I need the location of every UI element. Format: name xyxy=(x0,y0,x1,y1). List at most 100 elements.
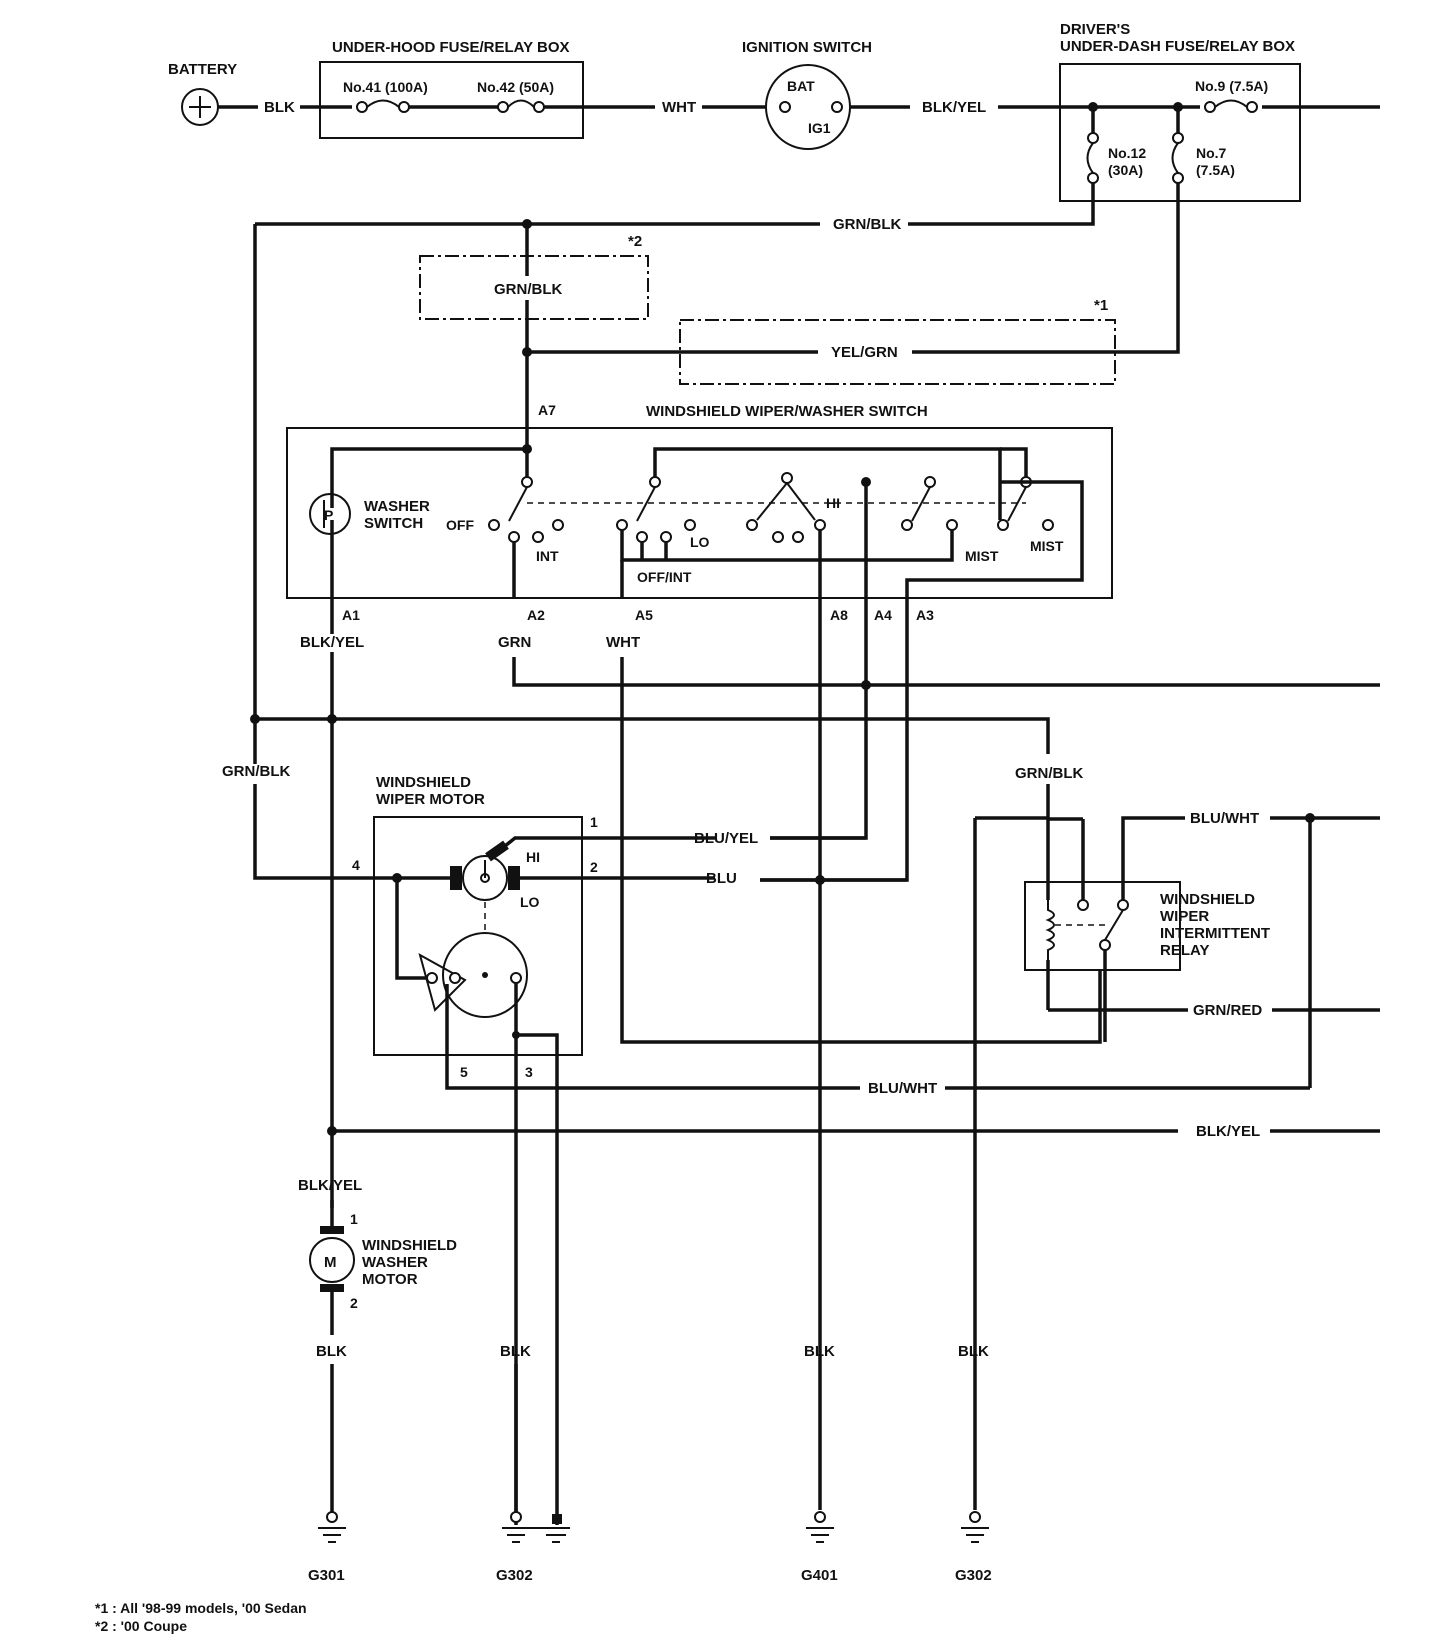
wire-label-blk-yel-top: BLK/YEL xyxy=(922,99,986,116)
wire-label-blk-yel-bottom: BLK/YEL xyxy=(1196,1123,1260,1140)
wiper-motor-armature xyxy=(462,855,508,901)
wire-label-grn-blk-box: GRN/BLK xyxy=(494,281,562,298)
terminal-a2: A2 xyxy=(527,607,545,623)
terminal-a8: A8 xyxy=(830,607,848,623)
washer-term-1: 1 xyxy=(350,1211,358,1227)
wire-label-grn-blk-top: GRN/BLK xyxy=(833,216,901,233)
ground-g302-icon xyxy=(502,1511,570,1543)
washer-switch-label-1: WASHER xyxy=(364,498,430,515)
washer-motor-symbol: M xyxy=(324,1254,337,1271)
pos-off-int: OFF/INT xyxy=(637,569,692,585)
wiper-motor-label-1: WINDSHIELD xyxy=(376,774,471,791)
terminal-a3: A3 xyxy=(916,607,934,623)
wire-label-wht: WHT xyxy=(662,99,696,116)
terminal-a1: A1 xyxy=(342,607,360,623)
wire-label-blk-battery: BLK xyxy=(264,99,295,116)
wiper-motor-label-2: WIPER MOTOR xyxy=(376,791,485,808)
washer-switch-icon xyxy=(309,493,351,535)
footnote-star2: *2 : '00 Coupe xyxy=(95,1618,187,1634)
ign-ig1-label: IG1 xyxy=(808,120,831,136)
wire-label-grn-blk-left: GRN/BLK xyxy=(222,763,290,780)
switch-terminals: A1 A2 A5 A8 A4 A3 BLK/YEL GRN WHT xyxy=(300,607,934,651)
underhood-box-label: UNDER-HOOD FUSE/RELAY BOX xyxy=(332,39,570,56)
grounds: BLK BLK BLK BLK xyxy=(308,1343,992,1584)
wiper-motor-cam xyxy=(442,932,528,1018)
ground-g401-icon xyxy=(806,1511,834,1543)
washer-motor-icon xyxy=(309,1237,355,1283)
wiper-washer-switch: WINDSHIELD WIPER/WASHER SWITCH P WASHER … xyxy=(286,403,1113,599)
fuse-no7-label-a: No.7 xyxy=(1196,145,1227,161)
pos-off: OFF xyxy=(446,517,474,533)
ignition-switch-label: IGNITION SWITCH xyxy=(742,39,872,56)
ground-g302b-label: G302 xyxy=(955,1567,992,1584)
intermittent-relay: WINDSHIELD WIPER INTERMITTENT RELAY BLU/… xyxy=(973,810,1380,1510)
ground-g401-label: G401 xyxy=(801,1567,838,1584)
relay-label-2: WIPER xyxy=(1160,908,1209,925)
wire-label-blk-yel-washer: BLK/YEL xyxy=(298,1177,362,1194)
pos-hi: HI xyxy=(826,495,840,511)
wire-label-yel-grn: YEL/GRN xyxy=(831,344,898,361)
relay-label-1: WINDSHIELD xyxy=(1160,891,1255,908)
wire-label-blk-3: BLK xyxy=(804,1343,835,1360)
ground-g302b-icon xyxy=(961,1511,989,1543)
wire-label-blu-wht-bottom: BLU/WHT xyxy=(868,1080,937,1097)
bottom-harness: BLU/WHT BLK/YEL BLK/YEL xyxy=(298,1080,1380,1194)
drivers-fuse-box xyxy=(1059,63,1301,202)
motor-hi-label: HI xyxy=(526,849,540,865)
star2-mark: *2 xyxy=(628,233,642,250)
underhood-fuse-box xyxy=(319,61,584,139)
pos-int: INT xyxy=(536,548,559,564)
footnotes: *1 : All '98-99 models, '00 Sedan *2 : '… xyxy=(95,1600,307,1634)
pos-mist-1: MIST xyxy=(965,548,999,564)
washer-motor-label-3: MOTOR xyxy=(362,1271,418,1288)
star1-mark: *1 xyxy=(1094,297,1108,314)
washer-motor: M 1 2 WINDSHIELD WASHER MOTOR xyxy=(309,1200,457,1335)
motor-term-5: 5 xyxy=(460,1064,468,1080)
terminal-a4: A4 xyxy=(874,607,892,623)
wire-label-grn-a2: GRN xyxy=(498,634,531,651)
drivers-box-label-2: UNDER-DASH FUSE/RELAY BOX xyxy=(1060,38,1295,55)
wire-label-grn-red: GRN/RED xyxy=(1193,1002,1262,1019)
pos-mist-2: MIST xyxy=(1030,538,1064,554)
wire-label-blu: BLU xyxy=(706,870,737,887)
ground-g301-icon xyxy=(318,1511,346,1543)
washer-switch-label-2: SWITCH xyxy=(364,515,423,532)
relay-label-3: INTERMITTENT xyxy=(1160,925,1270,942)
wiper-switch-label: WINDSHIELD WIPER/WASHER SWITCH xyxy=(646,403,928,420)
washer-term-2: 2 xyxy=(350,1295,358,1311)
fuse-no42-label: No.42 (50A) xyxy=(477,79,554,95)
power-feed: BATTERY BLK UNDER-HOOD FUSE/RELAY BOX No… xyxy=(168,21,1380,202)
relay-label-4: RELAY xyxy=(1160,942,1209,959)
fuse-no12-label-b: (30A) xyxy=(1108,162,1143,178)
wire-label-blk-yel-a1: BLK/YEL xyxy=(300,634,364,651)
washer-motor-label-1: WINDSHIELD xyxy=(362,1237,457,1254)
fuse-no12-label-a: No.12 xyxy=(1108,145,1146,161)
svg-text:P: P xyxy=(324,507,333,523)
ground-g301-label: G301 xyxy=(308,1567,345,1584)
coupe-option-box xyxy=(419,255,649,320)
motor-term-1: 1 xyxy=(590,814,598,830)
motor-term-3: 3 xyxy=(525,1064,533,1080)
fuse-no41-label: No.41 (100A) xyxy=(343,79,428,95)
terminal-a5: A5 xyxy=(635,607,653,623)
wire-label-blk-2: BLK xyxy=(500,1343,531,1360)
wire-label-blu-yel: BLU/YEL xyxy=(694,830,758,847)
footnote-star1: *1 : All '98-99 models, '00 Sedan xyxy=(95,1600,307,1616)
ground-g302-label: G302 xyxy=(496,1567,533,1584)
motor-lo-label: LO xyxy=(520,894,540,910)
motor-term-2: 2 xyxy=(590,859,598,875)
battery-label: BATTERY xyxy=(168,61,237,78)
switch-feeds: GRN/BLK *2 GRN/BLK *1 YEL/GRN A7 xyxy=(255,183,1180,452)
wire-label-blk-1: BLK xyxy=(316,1343,347,1360)
wiper-motor: WINDSHIELD WIPER MOTOR 1 2 4 5 3 HI LO B… xyxy=(350,774,1310,1525)
wire-label-wht-a5: WHT xyxy=(606,634,640,651)
washer-motor-label-2: WASHER xyxy=(362,1254,428,1271)
wire-label-blu-wht-relay: BLU/WHT xyxy=(1190,810,1259,827)
wire-label-grn-blk-relay: GRN/BLK xyxy=(1015,765,1083,782)
terminal-a7: A7 xyxy=(538,402,556,418)
fuse-no7-label-b: (7.5A) xyxy=(1196,162,1235,178)
ign-bat-label: BAT xyxy=(787,78,815,94)
pos-lo: LO xyxy=(690,534,710,550)
wire-label-blk-4: BLK xyxy=(958,1343,989,1360)
